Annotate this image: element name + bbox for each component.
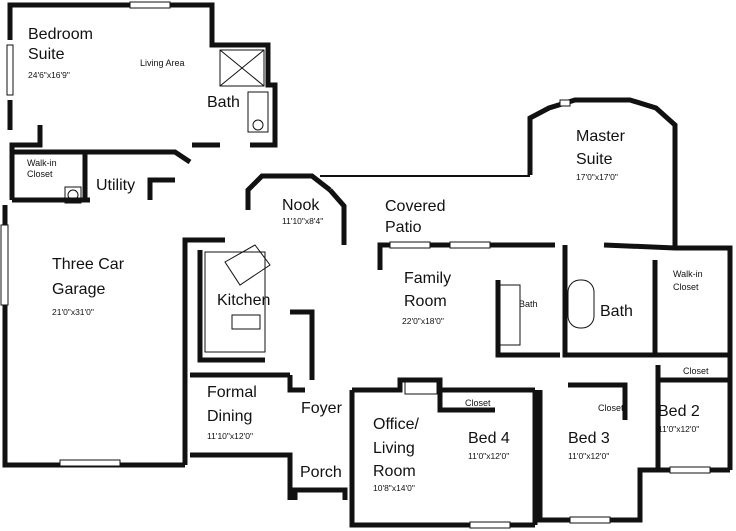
bed2-dims: 11'0"x12'0" bbox=[658, 424, 700, 434]
walkin-closet-label: Walk-in bbox=[27, 158, 57, 168]
shower bbox=[219, 49, 265, 87]
office-living-room-dims: 10'8"x14'0" bbox=[373, 483, 415, 493]
formal-dining-label: Dining bbox=[207, 408, 253, 425]
wall bbox=[527, 97, 678, 248]
window bbox=[389, 241, 431, 249]
vanity bbox=[247, 91, 269, 133]
garage-label: Garage bbox=[52, 281, 106, 298]
master-suite-label: Master bbox=[576, 128, 625, 145]
wall bbox=[147, 177, 175, 200]
formal-dining-dims: 11'10"x12'0" bbox=[207, 431, 253, 441]
kitchen-label: Kitchen bbox=[217, 292, 271, 309]
walkin-closet-label: Closet bbox=[673, 282, 699, 292]
wall bbox=[292, 487, 348, 500]
bed4-label: Bed 4 bbox=[468, 430, 510, 447]
window bbox=[59, 459, 121, 467]
bed2-label: Bed 2 bbox=[658, 403, 700, 420]
bath-label: Bath bbox=[519, 299, 538, 309]
vanity bbox=[499, 284, 521, 346]
window bbox=[669, 466, 711, 474]
covered-patio-label: Covered bbox=[385, 198, 446, 215]
living-area-label: Living Area bbox=[140, 58, 185, 68]
covered-patio-label: Patio bbox=[385, 219, 422, 236]
window bbox=[129, 1, 171, 9]
washer bbox=[64, 186, 82, 204]
bed3-dims: 11'0"x12'0" bbox=[568, 451, 610, 461]
wall bbox=[7, 2, 218, 48]
bedroom-suite-dims: 24'6"x16'9" bbox=[28, 70, 70, 80]
master-suite-dims: 17'0"x17'0" bbox=[576, 172, 618, 182]
closet-label: Closet bbox=[683, 366, 709, 376]
family-room-label: Room bbox=[404, 293, 447, 310]
wall bbox=[328, 188, 347, 245]
closet-label: Closet bbox=[465, 398, 491, 408]
office-living-room-label: Living bbox=[373, 440, 415, 457]
wall bbox=[287, 375, 305, 393]
wall bbox=[9, 125, 43, 200]
garage-dims: 21'0"x31'0" bbox=[52, 307, 94, 317]
window bbox=[559, 99, 571, 107]
walkin-closet-label: Walk-in bbox=[673, 269, 703, 279]
family-room-label: Family bbox=[404, 270, 452, 287]
sink bbox=[252, 119, 264, 131]
window bbox=[449, 241, 491, 249]
wall bbox=[562, 245, 655, 358]
office-living-room-label: Office/ bbox=[373, 416, 419, 433]
window bbox=[469, 521, 511, 529]
wall bbox=[603, 242, 733, 470]
formal-dining-label: Formal bbox=[207, 384, 257, 401]
foyer-label: Foyer bbox=[301, 400, 342, 417]
wall bbox=[352, 377, 535, 393]
fireplace bbox=[404, 377, 438, 395]
wall bbox=[182, 237, 225, 465]
porch-label: Porch bbox=[300, 464, 342, 481]
window bbox=[0, 224, 9, 306]
kitchen-counter bbox=[204, 251, 266, 353]
wall bbox=[290, 309, 315, 380]
wall bbox=[85, 149, 192, 165]
window bbox=[6, 44, 14, 96]
wall bbox=[495, 280, 560, 358]
wall bbox=[218, 42, 278, 148]
bath-label: Bath bbox=[207, 94, 240, 111]
walkin-closet-label: Closet bbox=[27, 169, 53, 179]
master-bath-label: Bath bbox=[600, 303, 633, 320]
master-suite-label: Suite bbox=[576, 151, 613, 168]
garage-label: Three Car bbox=[52, 256, 125, 273]
wall bbox=[197, 250, 265, 363]
tub bbox=[567, 279, 595, 329]
wall bbox=[568, 382, 628, 420]
wall bbox=[190, 452, 293, 500]
closet-label: Closet bbox=[598, 403, 624, 413]
family-room-dims: 22'0"x18'0" bbox=[402, 316, 444, 326]
washer bbox=[67, 189, 79, 201]
bedroom-suite-label: Suite bbox=[28, 46, 65, 63]
cooktop bbox=[231, 314, 261, 330]
bed4-dims: 11'0"x12'0" bbox=[468, 451, 510, 461]
shower bbox=[219, 49, 265, 87]
wall bbox=[245, 173, 332, 210]
office-living-room-label: Room bbox=[373, 463, 416, 480]
nook-dims: 11'10"x8'4" bbox=[282, 216, 324, 226]
bed3-label: Bed 3 bbox=[568, 430, 610, 447]
window bbox=[569, 516, 611, 524]
wall bbox=[377, 242, 555, 270]
nook-label: Nook bbox=[282, 197, 320, 214]
bedroom-suite-label: Bedroom bbox=[28, 26, 93, 43]
utility-label: Utility bbox=[96, 177, 136, 194]
wall bbox=[2, 205, 185, 468]
wall bbox=[437, 390, 495, 413]
kitchen-island bbox=[224, 244, 271, 286]
